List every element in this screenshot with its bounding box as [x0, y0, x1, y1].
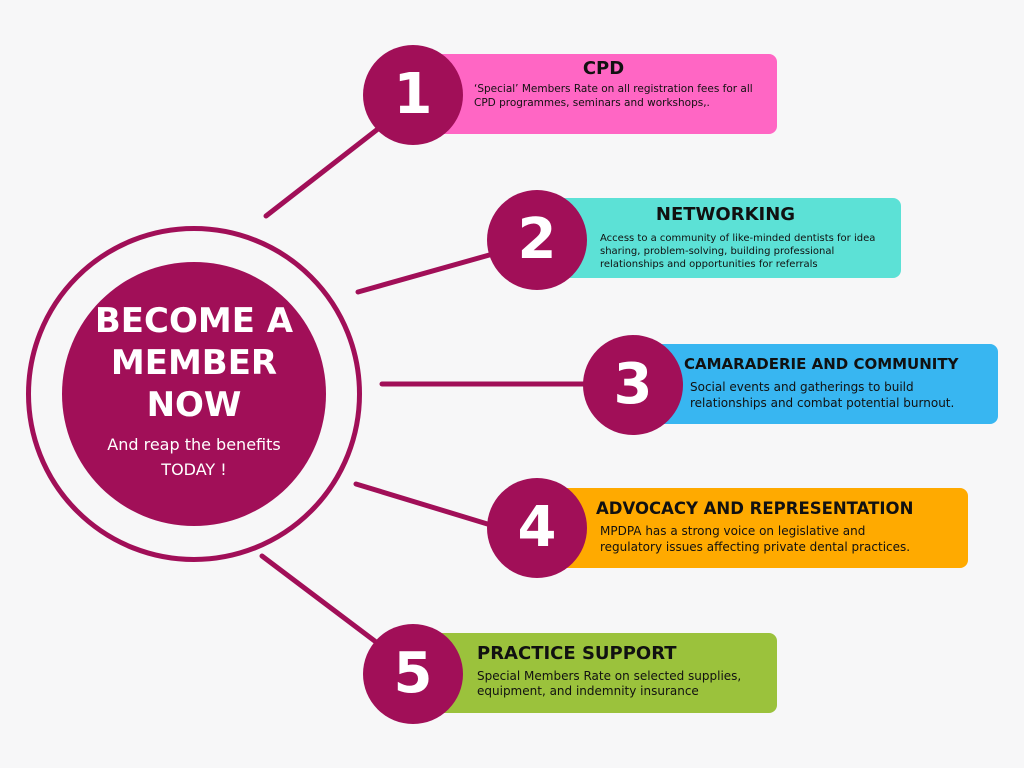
hub-title-line: BECOME A [94, 301, 294, 341]
benefit-card-cpd: CPD ‘Special’ Members Rate on all regist… [430, 54, 777, 134]
hub-title-line: NOW [146, 385, 242, 425]
benefit-description: Access to a community of like-minded den… [600, 233, 876, 270]
benefit-description: Special Members Rate on selected supplie… [477, 669, 742, 698]
benefit-title: PRACTICE SUPPORT [477, 643, 677, 664]
benefit-description: Social events and gatherings to build re… [690, 380, 955, 410]
connector-line-5 [259, 553, 387, 651]
hub-subtitle-line: And reap the benefits [107, 435, 281, 454]
become-member-hub[interactable]: BECOME A MEMBER NOW And reap the benefit… [62, 262, 326, 526]
benefit-description: ‘Special’ Members Rate on all registrati… [474, 83, 753, 109]
benefit-title: ADVOCACY AND REPRESENTATION [596, 499, 914, 518]
connector-line-1 [263, 115, 395, 219]
hub-title-line: MEMBER [110, 343, 278, 383]
benefit-title: NETWORKING [655, 204, 796, 225]
connector-line-4 [353, 481, 497, 529]
benefit-description: MPDPA has a strong voice on legislative … [600, 524, 911, 554]
hub-title: BECOME A MEMBER NOW [52, 300, 336, 426]
benefit-number-2: 2 [487, 190, 587, 290]
hub-subtitle-line: TODAY ! [161, 460, 227, 479]
benefit-number-5: 5 [363, 624, 463, 724]
benefit-card-practice-support: PRACTICE SUPPORT Special Members Rate on… [430, 633, 777, 713]
benefit-number-3: 3 [583, 335, 683, 435]
hub-subtitle: And reap the benefits TODAY ! [72, 432, 316, 482]
benefit-number-1: 1 [363, 45, 463, 145]
benefit-card-camaraderie: CAMARADERIE AND COMMUNITY Social events … [650, 344, 998, 424]
benefit-card-advocacy: ADVOCACY AND REPRESENTATION MPDPA has a … [556, 488, 968, 568]
benefit-card-networking: NETWORKING Access to a community of like… [550, 198, 901, 278]
benefit-title: CAMARADERIE AND COMMUNITY [684, 355, 959, 373]
benefit-title: CPD [582, 58, 625, 79]
connector-line-2 [355, 249, 503, 295]
benefit-number-4: 4 [487, 478, 587, 578]
